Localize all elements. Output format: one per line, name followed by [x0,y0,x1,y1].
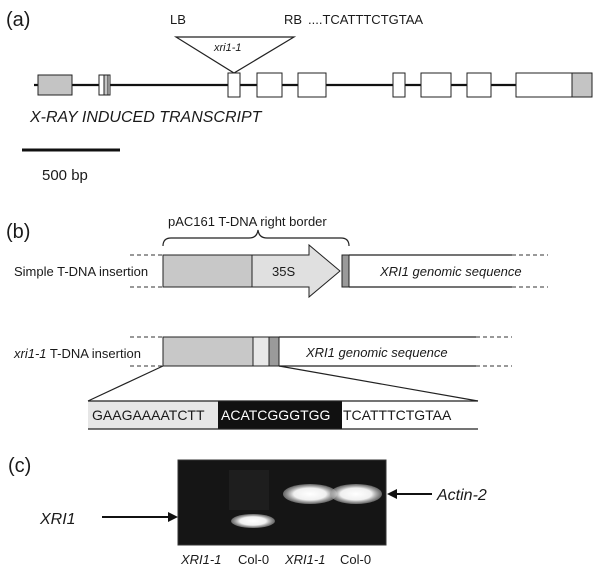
gene-title: X-RAY INDUCED TRANSCRIPT [29,109,263,126]
border-bracket [162,229,350,247]
lane-label-2: Col-0 [238,552,269,567]
mutant-insertion-label: xri1-1 T-DNA insertion [13,346,141,361]
promoter-35s-arrow [251,243,341,299]
exon-9 [515,72,573,98]
zoom-line-left [87,365,164,402]
mutant-border-block [268,336,280,367]
gel-border [177,459,387,546]
lb-label: LB [170,12,186,27]
actin-band-col0 [330,484,382,504]
panel-b: (b) pAC161 T-DNA right border Simple T-D… [6,214,548,430]
panel-b-label: (b) [6,221,30,243]
mutant-filler-segment [252,336,270,367]
exon-5 [297,72,327,98]
sequence-middle: ACATCGGGTGG [221,407,330,423]
exon-7 [420,72,452,98]
exon-9-utr [571,72,593,98]
exon-1-utr [37,74,73,96]
sequence-left: GAAGAAAATCTT [92,407,205,423]
mutant-genomic-label: XRI1 genomic sequence [305,345,448,360]
lane-label-4: Col-0 [340,552,371,567]
sequence-right: TCATTTCTGTAA [343,407,452,423]
panel-c-label: (c) [8,455,31,477]
lane-label-1: XRI1-1 [180,552,221,567]
exon-4 [256,72,283,98]
insert-allele-label: xri1-1 [213,42,242,54]
exon-2-utr-part [103,74,109,96]
panel-a-label: (a) [6,9,30,31]
simple-insertion-label: Simple T-DNA insertion [14,264,148,279]
promoter-label: 35S [272,264,295,279]
xri1-band-label: XRI1 [39,511,76,528]
tdna-insertion-triangle [173,36,297,74]
mutant-tdna-segment [162,336,254,367]
mutant-label-rest: T-DNA insertion [47,346,141,361]
border-label: pAC161 T-DNA right border [168,214,327,229]
actin-band-label: Actin-2 [436,487,487,504]
rb-label: RB [284,12,302,27]
panel-a: (a) LB RB ....TCATTTCTGTAA xri1-1 X-RAY … [6,9,593,184]
lane-label-3: XRI1-1 [284,552,325,567]
xri1-band-col0 [231,514,275,528]
sequence-left-bg [88,401,218,429]
actin-arrow-head [387,489,397,499]
xri1-arrow-head [168,512,178,522]
exon-6 [392,72,406,98]
border-sequence-block [341,254,350,288]
exon-8 [466,72,492,98]
mutant-allele-name: xri1-1 [13,346,47,361]
panel-c: (c) XRI1 Actin-2 XRI1-1 Col-0 XRI1-1 Col… [8,455,487,567]
tdna-segment [162,254,253,288]
lane-2-smear [229,470,269,510]
genomic-label: XRI1 genomic sequence [379,264,522,279]
scale-label: 500 bp [42,167,88,184]
actin-band-xri1-1 [283,484,337,504]
sequence-middle-bg [218,401,342,429]
rb-sequence: ....TCATTTCTGTAA [308,12,423,27]
exon-3 [227,72,241,98]
zoom-line-right [278,365,479,402]
